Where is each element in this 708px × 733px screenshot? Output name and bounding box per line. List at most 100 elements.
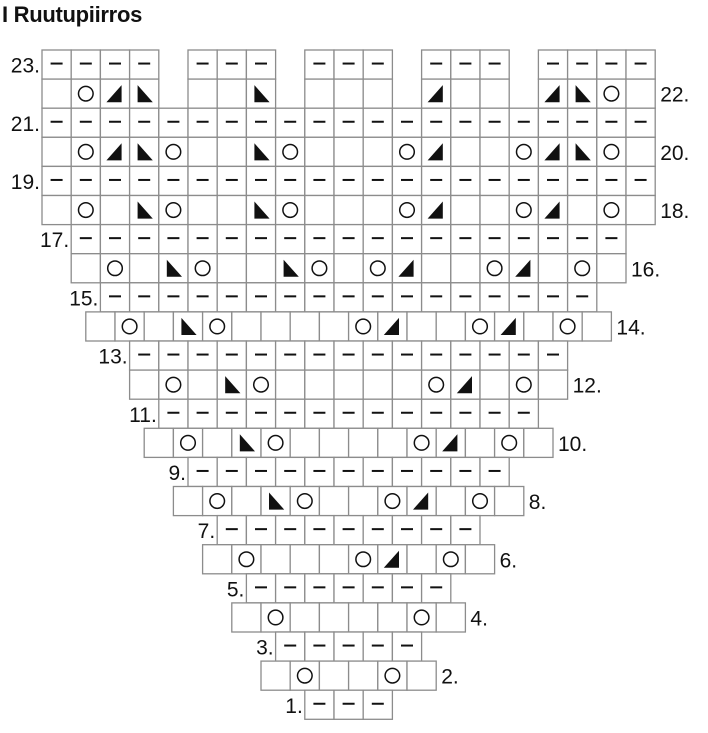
grid-cell bbox=[508, 340, 540, 371]
grid-cell bbox=[537, 253, 569, 284]
grid-cell bbox=[391, 282, 423, 313]
grid-cell bbox=[304, 78, 335, 109]
grid-cell bbox=[99, 253, 131, 284]
left-triangle-mark bbox=[181, 317, 197, 335]
circle-mark bbox=[209, 493, 226, 510]
grid-cell bbox=[347, 485, 379, 517]
grid-cell bbox=[41, 194, 72, 226]
circle-mark bbox=[384, 493, 401, 510]
grid-cell bbox=[537, 282, 569, 313]
chart-row bbox=[41, 165, 656, 197]
circle-mark bbox=[384, 667, 401, 684]
circle-mark bbox=[501, 434, 518, 451]
grid-cell bbox=[128, 107, 160, 138]
grid-cell bbox=[362, 456, 394, 488]
grid-cell bbox=[333, 456, 364, 488]
grid-cell bbox=[70, 223, 102, 255]
row-label: 19. bbox=[11, 171, 40, 194]
grid-cell bbox=[41, 136, 72, 168]
grid-cell bbox=[420, 223, 452, 255]
grid-cell bbox=[596, 253, 627, 284]
row-label: 13. bbox=[98, 346, 127, 369]
grid-cell bbox=[581, 311, 613, 342]
circle-mark bbox=[165, 376, 182, 393]
grid-cell bbox=[435, 311, 467, 342]
grid-cell bbox=[260, 311, 291, 342]
grid-cell bbox=[420, 107, 452, 138]
grid-cell bbox=[420, 49, 452, 80]
grid-cell bbox=[566, 78, 598, 109]
grid-cell bbox=[304, 514, 335, 546]
grid-cell bbox=[391, 631, 423, 662]
circle-mark bbox=[296, 493, 313, 510]
grid-cell bbox=[479, 223, 510, 255]
right-triangle-mark bbox=[383, 550, 399, 568]
left-triangle-mark bbox=[283, 259, 299, 277]
grid-cell bbox=[347, 427, 379, 459]
grid-cell bbox=[333, 514, 364, 546]
grid-cell bbox=[99, 223, 131, 255]
grid-cell bbox=[143, 427, 175, 459]
grid-cell bbox=[231, 602, 262, 633]
grid-cell bbox=[245, 136, 277, 168]
grid-cell bbox=[333, 107, 364, 138]
chart-row bbox=[304, 689, 394, 720]
grid-cell bbox=[420, 165, 452, 197]
grid-cell bbox=[391, 165, 423, 197]
chart-row bbox=[260, 660, 437, 691]
grid-cell bbox=[537, 194, 569, 226]
circle-mark bbox=[355, 318, 372, 335]
grid-cell bbox=[450, 107, 481, 138]
grid-cell bbox=[537, 107, 569, 138]
chart-row bbox=[245, 573, 452, 604]
grid-cell bbox=[187, 398, 218, 429]
grid-cell bbox=[362, 223, 394, 255]
grid-cell bbox=[479, 49, 510, 80]
grid-cell bbox=[304, 573, 335, 604]
grid-cell bbox=[260, 660, 291, 691]
grid-cell bbox=[99, 78, 131, 109]
grid-cell bbox=[41, 165, 72, 197]
grid-cell bbox=[333, 282, 364, 313]
grid-cell bbox=[333, 689, 364, 720]
grid-cell bbox=[377, 427, 408, 459]
grid-cell bbox=[128, 253, 160, 284]
grid-cell bbox=[187, 223, 218, 255]
grid-cell bbox=[260, 602, 291, 633]
grid-cell bbox=[216, 369, 248, 400]
chart-row bbox=[41, 78, 656, 109]
right-triangle-mark bbox=[427, 85, 443, 103]
grid-cell bbox=[172, 485, 204, 517]
left-triangle-mark bbox=[239, 434, 255, 452]
grid-cell bbox=[304, 282, 335, 313]
grid-cell bbox=[274, 456, 306, 488]
row-label: 22. bbox=[660, 84, 689, 107]
grid-cell bbox=[479, 165, 510, 197]
grid-cell bbox=[566, 253, 598, 284]
grid-cell bbox=[70, 136, 102, 168]
grid-cell bbox=[406, 485, 437, 517]
grid-cell bbox=[391, 194, 423, 226]
circle-mark bbox=[471, 318, 489, 335]
grid-cell bbox=[128, 369, 160, 400]
grid-cell bbox=[304, 194, 335, 226]
grid-cell bbox=[289, 427, 321, 459]
grid-cell bbox=[333, 194, 364, 226]
grid-cell bbox=[420, 78, 452, 109]
grid-cell bbox=[231, 311, 262, 342]
circle-mark bbox=[165, 143, 182, 160]
grid-cell bbox=[450, 78, 481, 109]
grid-cell bbox=[479, 369, 510, 400]
grid-cell bbox=[318, 602, 350, 633]
chart-row bbox=[41, 49, 656, 80]
right-triangle-mark bbox=[544, 201, 560, 219]
grid-cell bbox=[508, 282, 540, 313]
grid-cell bbox=[245, 107, 277, 138]
row-label: 10. bbox=[558, 433, 587, 456]
circle-mark bbox=[77, 202, 94, 219]
grid-cell bbox=[406, 427, 437, 459]
grid-cell bbox=[187, 49, 218, 80]
grid-cell bbox=[187, 253, 218, 284]
grid-cell bbox=[391, 456, 423, 488]
left-triangle-mark bbox=[166, 259, 182, 277]
